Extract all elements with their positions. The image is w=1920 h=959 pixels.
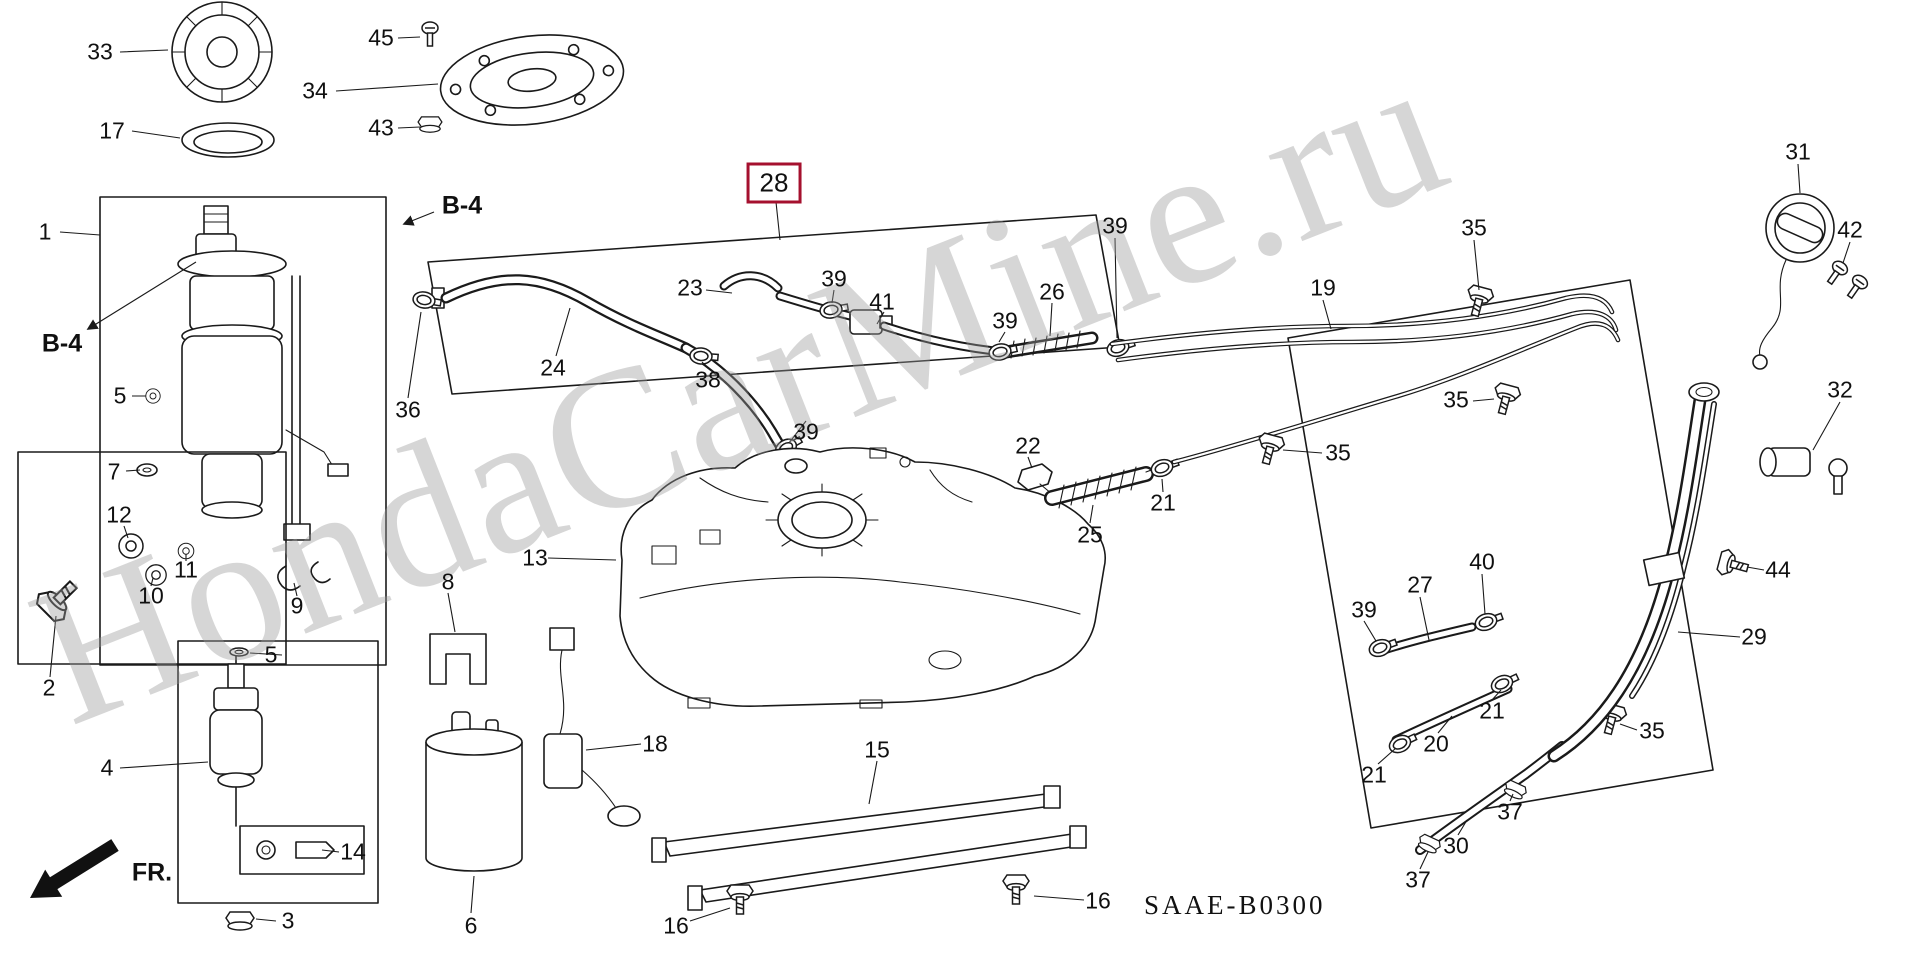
straps-group [651, 785, 1087, 915]
lower-pump-group [177, 640, 379, 931]
sender-group [543, 627, 641, 827]
part-label: 39 [992, 307, 1018, 334]
part-label: 5 [113, 382, 127, 409]
part-label: 20 [1423, 730, 1449, 757]
part-label: 8 [441, 568, 455, 595]
part-label: 41 [869, 288, 895, 315]
filler-cap-group [1752, 193, 1871, 370]
part-label: 35 [1639, 717, 1665, 744]
diagram-code: SAAE-B0300 [1144, 890, 1326, 920]
part-label: 39 [793, 418, 819, 445]
part-label: 35 [1325, 439, 1351, 466]
part-label: 33 [87, 38, 113, 65]
fuel-tank-group [619, 447, 1182, 709]
view-ref-b4: B-4 [41, 329, 83, 358]
pipes-group [1109, 279, 1714, 829]
part-label: 11 [174, 556, 198, 583]
part-label: 10 [138, 582, 164, 609]
part-label: 21 [1361, 761, 1387, 788]
part-label: 27 [1407, 571, 1433, 598]
part-label: 16 [663, 912, 689, 939]
part-label: 32 [1827, 376, 1853, 403]
filler-pipe-group [1547, 382, 1848, 763]
part-label: 37 [1497, 798, 1523, 825]
lower-parts-left-group [17, 451, 331, 665]
part-label: 29 [1741, 623, 1767, 650]
leader-lines [49, 36, 1851, 922]
part-label: 18 [642, 730, 668, 757]
highlighted-part-callout: 28 [746, 162, 802, 204]
part-label: 16 [1085, 887, 1111, 914]
part-label: 2 [42, 674, 56, 701]
part-label: 43 [368, 114, 394, 141]
view-ref-b4: B-4 [441, 191, 483, 220]
part-label: 42 [1837, 216, 1863, 243]
part-label: 5 [264, 641, 278, 668]
part-label: 19 [1310, 274, 1336, 301]
part-label: 12 [106, 501, 132, 528]
part-label: 25 [1077, 521, 1103, 548]
part-label: 38 [695, 366, 721, 393]
part-label: 7 [107, 458, 121, 485]
part-label: 17 [99, 117, 125, 144]
part-label: 14 [340, 838, 366, 865]
part-label: 35 [1443, 386, 1469, 413]
part-label: 6 [464, 912, 478, 939]
part-label: 44 [1765, 556, 1791, 583]
part-label: 39 [1351, 596, 1377, 623]
part-label: 31 [1785, 138, 1811, 165]
part-label: 30 [1443, 832, 1469, 859]
tank-cap-group [171, 1, 275, 158]
canister-group [425, 633, 523, 872]
part-label: 21 [1150, 489, 1176, 516]
part-label: 26 [1039, 278, 1065, 305]
part-label: 36 [395, 396, 421, 423]
part-label: 34 [302, 77, 328, 104]
part-label: 37 [1405, 866, 1431, 893]
part-label: 39 [1102, 212, 1128, 239]
part-label: 1 [38, 218, 52, 245]
part-label: 9 [290, 592, 304, 619]
part-label: 4 [100, 754, 114, 781]
part-label: 13 [522, 544, 548, 571]
gasket-plate-group [417, 21, 625, 133]
part-label: 21 [1479, 697, 1505, 724]
part-label: 35 [1461, 214, 1487, 241]
part-label: 3 [281, 907, 295, 934]
part-label: 23 [677, 274, 703, 301]
part-label: 22 [1015, 432, 1041, 459]
direction-indicator-fr: FR. [131, 858, 173, 887]
part-label: 39 [821, 265, 847, 292]
part-label: 24 [540, 354, 566, 381]
fuel-pump-module-group [99, 196, 387, 666]
part-label: 40 [1469, 548, 1495, 575]
part-label: 45 [368, 24, 394, 51]
fr-arrow [30, 839, 119, 898]
part-label: 15 [864, 736, 890, 763]
